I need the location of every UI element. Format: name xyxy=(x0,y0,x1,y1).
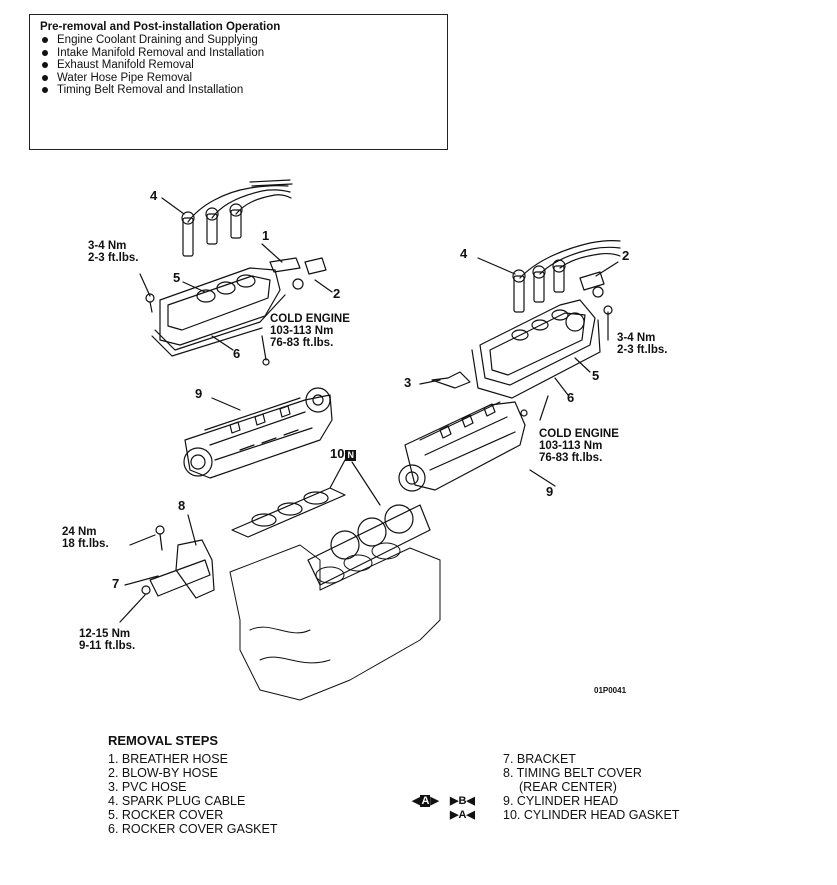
callout-7: 7 xyxy=(112,576,120,591)
torque-ft: 2-3 ft.lbs. xyxy=(88,252,139,264)
callout-2-right: 2 xyxy=(622,248,630,263)
service-mark-b: ▶B◀ xyxy=(450,795,475,807)
left-cylinder-head xyxy=(183,387,333,479)
engine-block xyxy=(229,542,441,701)
cold-engine-label-right: COLD ENGINE 103-113 Nm 76-83 ft.lbs. xyxy=(539,428,619,464)
mark-letter: A xyxy=(458,809,467,821)
list-item: 3. PVC HOSE xyxy=(108,780,187,794)
torque-ft: 76-83 ft.lbs. xyxy=(539,452,603,464)
torque-nm: 103-113 Nm xyxy=(539,440,603,452)
torque-label-1: 3-4 Nm 2-3 ft.lbs. xyxy=(88,240,138,264)
pre-removal-list: Engine Coolant Draining and Supplying In… xyxy=(40,34,447,97)
cold-engine-title: COLD ENGINE xyxy=(270,313,350,325)
callout-10-number: 10 xyxy=(330,446,345,461)
pre-removal-title: Pre-removal and Post-installation Operat… xyxy=(40,21,281,33)
callout-5-left: 5 xyxy=(173,270,181,285)
torque-ft: 9-11 ft.lbs. xyxy=(79,640,136,652)
torque-label-4: 12-15 Nm 9-11 ft.lbs. xyxy=(79,628,135,652)
torque-nm: 12-15 Nm xyxy=(79,628,131,640)
list-item: 10. CYLINDER HEAD GASKET xyxy=(503,808,680,822)
torque-nm: 24 Nm xyxy=(62,526,97,538)
list-item: 8. TIMING BELT COVER xyxy=(503,766,642,780)
removal-steps-right: 7. BRACKET 8. TIMING BELT COVER (REAR CE… xyxy=(503,752,679,822)
right-spark-plug-cables xyxy=(512,240,621,313)
list-item: Water Hose Pipe Removal xyxy=(40,72,447,85)
removal-steps-heading: REMOVAL STEPS xyxy=(108,733,219,748)
list-item: 1. BREATHER HOSE xyxy=(108,752,228,766)
list-item: Intake Manifold Removal and Installation xyxy=(40,47,447,60)
torque-label-3: 24 Nm 18 ft.lbs. xyxy=(62,526,109,550)
right-rocker-cover xyxy=(471,299,601,399)
list-item: 5. ROCKER COVER xyxy=(108,808,224,822)
list-item: Exhaust Manifold Removal xyxy=(40,59,447,72)
torque-nm: 103-113 Nm xyxy=(270,325,334,337)
left-rocker-cover xyxy=(151,267,286,357)
callout-5-right: 5 xyxy=(592,368,600,383)
torque-ft: 18 ft.lbs. xyxy=(62,538,109,550)
mark-letter: B xyxy=(458,795,467,807)
new-part-badge: N xyxy=(345,450,356,461)
figure-code: 01P0041 xyxy=(594,686,627,695)
callout-4-right: 4 xyxy=(460,246,468,261)
right-cylinder-head xyxy=(398,401,526,492)
list-item: 4. SPARK PLUG CABLE xyxy=(108,794,246,808)
callout-2-left: 2 xyxy=(333,286,341,301)
callout-8: 8 xyxy=(178,498,186,513)
list-item: 9. CYLINDER HEAD xyxy=(503,794,619,808)
callout-4-left: 4 xyxy=(150,188,158,203)
timing-belt-cover xyxy=(141,525,215,599)
callout-6-right: 6 xyxy=(567,390,575,405)
list-item: 6. ROCKER COVER GASKET xyxy=(108,822,278,836)
service-mark-a-outer: ◀A▶ xyxy=(412,795,439,807)
list-item: 7. BRACKET xyxy=(503,752,576,766)
list-item: (REAR CENTER) xyxy=(519,780,617,794)
service-mark-a: ▶A◀ xyxy=(450,809,475,821)
removal-steps-left: REMOVAL STEPS 1. BREATHER HOSE 2. BLOW-B… xyxy=(108,733,278,837)
torque-nm: 3-4 Nm xyxy=(617,332,656,344)
torque-label-2: 3-4 Nm 2-3 ft.lbs. xyxy=(617,332,667,356)
torque-nm: 3-4 Nm xyxy=(88,240,127,252)
left-spark-plug-cables xyxy=(181,179,293,257)
cylinder-head-gasket xyxy=(231,487,431,586)
callout-9-right: 9 xyxy=(546,484,554,499)
list-item: Engine Coolant Draining and Supplying xyxy=(40,34,447,47)
mark-letter: A xyxy=(420,795,431,807)
cold-engine-title: COLD ENGINE xyxy=(539,428,619,440)
callout-6-left: 6 xyxy=(233,346,241,361)
callout-9-left: 9 xyxy=(195,386,203,401)
pre-removal-box: Pre-removal and Post-installation Operat… xyxy=(29,14,448,150)
callout-3-right: 3 xyxy=(404,375,412,390)
list-item: Timing Belt Removal and Installation xyxy=(40,84,447,97)
list-item: 2. BLOW-BY HOSE xyxy=(108,766,218,780)
callout-1-left: 1 xyxy=(262,228,270,243)
torque-ft: 2-3 ft.lbs. xyxy=(617,344,668,356)
cold-engine-label-left: COLD ENGINE 103-113 Nm 76-83 ft.lbs. xyxy=(270,313,350,349)
torque-ft: 76-83 ft.lbs. xyxy=(270,337,334,349)
